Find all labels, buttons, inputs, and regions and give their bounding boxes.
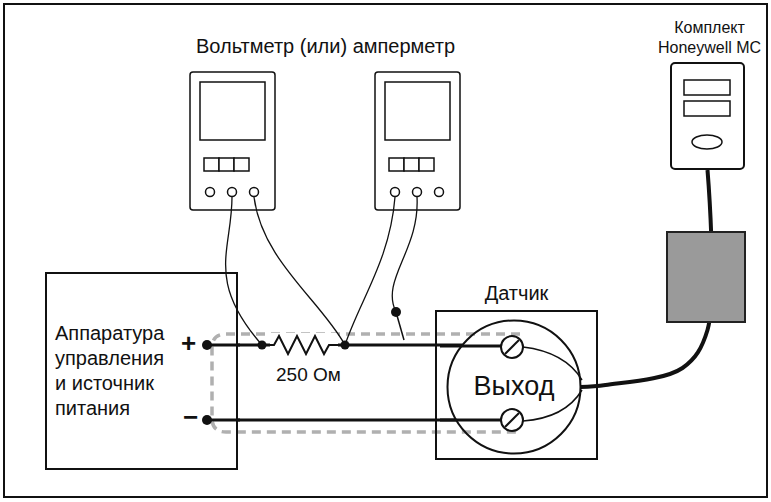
polarity-sign: − xyxy=(183,402,198,433)
resistor-symbol xyxy=(262,336,345,354)
outer-frame xyxy=(4,4,767,497)
output-circle: Выход xyxy=(446,319,582,455)
signal-wire xyxy=(238,419,456,422)
handheld-device: Комплект Honeywell MC xyxy=(670,62,745,170)
meter-caption: Вольтметр (или) амперметр xyxy=(196,34,455,58)
control-unit-box: Аппаратура управления и источник питания xyxy=(45,272,238,470)
modem-box xyxy=(667,232,745,322)
node-label: Выход xyxy=(446,370,582,404)
node-label: Датчик xyxy=(437,281,596,306)
node-label: Аппаратура управления и источник питания xyxy=(55,321,177,421)
sensor-housing: ДатчикВыход xyxy=(435,310,598,460)
junction-dot xyxy=(202,307,401,425)
terminal-wires xyxy=(207,345,502,420)
handheld-details xyxy=(684,80,730,149)
voltmeter-icon xyxy=(190,72,275,210)
meter-leads xyxy=(226,197,418,345)
ammeter-icon xyxy=(375,72,460,210)
resistor-value: 250 Ом xyxy=(276,364,341,387)
node-label: Комплект Honeywell MC xyxy=(651,18,768,58)
polarity-sign: + xyxy=(181,328,196,359)
probe-tip xyxy=(396,312,404,340)
